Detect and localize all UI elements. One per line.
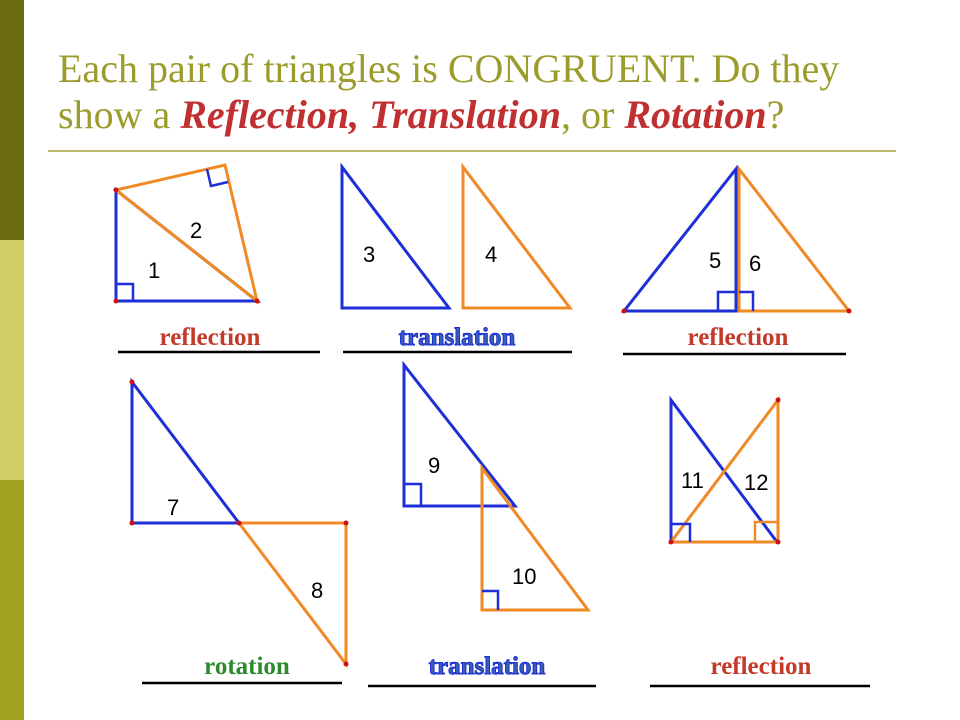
title-translation: Translation [369,92,561,137]
label-8: 8 [311,578,323,603]
title-comma-1: , [349,92,370,137]
label-2: 2 [190,218,202,243]
sidebar-accent-top [0,0,24,240]
triangle-7 [130,377,243,525]
label-7: 7 [167,495,179,520]
label-3: 3 [363,242,375,267]
pair-5-6: 5 6 [620,164,853,314]
pair-7-8: 7 8 [129,377,349,669]
right-angle-mark-11 [671,522,692,542]
vertex-dot [113,187,119,193]
triangle-2 [112,163,260,305]
vertex-dot [775,397,781,403]
sidebar-accent-middle [0,240,24,480]
title-line-1: Each pair of triangles is CONGRUENT. Do … [58,46,840,91]
label-9: 9 [428,453,440,478]
answer-2: translation [399,324,516,351]
label-6: 6 [749,251,761,276]
right-angle-mark-9 [404,482,423,506]
vertex-dot [775,539,781,545]
title-reflection: Reflection [180,92,350,137]
answers-row-1: reflection translation reflection [118,324,846,356]
sidebar-accent-bottom [0,480,24,720]
right-angle-mark-1 [116,282,135,301]
pair-1-2: 1 2 [112,163,262,305]
right-angle-mark-6 [739,290,755,311]
vertex-dot [343,661,349,667]
triangle-8 [235,521,348,669]
title-rotation: Rotation [624,92,767,137]
label-11: 11 [681,468,704,493]
label-10: 10 [512,564,536,589]
answers-row-2: rotation translation reflection [142,653,870,688]
label-5: 5 [709,248,721,273]
triangle-6 [737,164,853,313]
triangle-4 [461,162,574,310]
triangle-9 [402,360,519,508]
label-1: 1 [148,258,160,283]
answer-4: rotation [204,653,290,680]
vertex-dot [113,298,119,304]
vertex-dot [254,298,260,304]
triangle-12 [667,395,780,544]
vertex-dot [129,520,135,526]
vertex-dot [621,308,627,314]
answer-6: reflection [711,653,812,680]
pair-3-4: 3 4 [340,162,574,310]
triangle-10 [480,463,591,612]
triangle-3 [340,162,453,310]
pair-11-12: 11 12 [667,395,781,545]
slide-title: Each pair of triangles is CONGRUENT. Do … [58,46,938,138]
answer-3: reflection [688,324,789,351]
title-underline [48,150,896,152]
answer-1: reflection [160,324,261,351]
right-angle-mark-5 [716,290,736,311]
vertex-dot [668,539,674,545]
vertex-dot [236,520,242,526]
vertex-dot [343,520,349,526]
answer-5: translation [429,653,546,680]
title-question: ? [766,92,785,137]
title-line-2-prefix: show a [58,92,181,137]
label-12: 12 [744,470,768,495]
pair-9-10: 9 10 [402,360,591,612]
right-angle-mark-2 [205,168,229,188]
vertex-dot [129,379,135,385]
title-comma-2: , or [561,92,625,137]
vertex-dot [846,308,852,314]
triangle-5 [620,164,738,313]
right-angle-mark-10 [482,589,500,610]
label-4: 4 [485,242,497,267]
right-angle-mark-12 [753,520,778,542]
